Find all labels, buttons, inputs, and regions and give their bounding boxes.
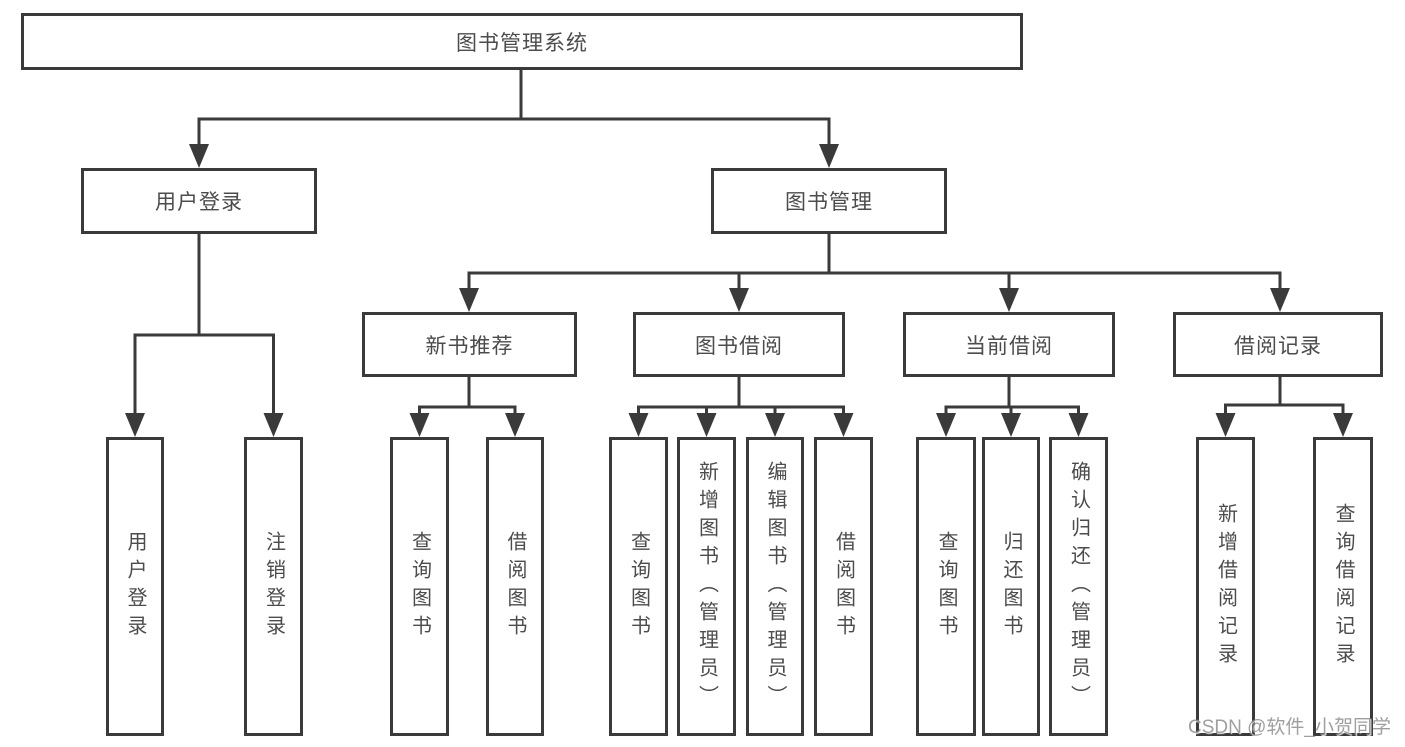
node-book-borrowing: 图书借阅 bbox=[633, 312, 845, 377]
node-library-system-root: 图书管理系统 bbox=[21, 13, 1023, 70]
leaf-recommend-query-books: 查询图书 bbox=[390, 437, 449, 736]
arrowhead-icons bbox=[125, 144, 1353, 437]
leaf-current-query-books: 查询图书 bbox=[916, 437, 976, 736]
leaf-records-add-borrow-record: 新增借阅记录 bbox=[1196, 437, 1255, 736]
leaf-borrowing-edit-books-admin: 编辑图书（管理员） bbox=[746, 437, 804, 736]
node-borrow-records: 借阅记录 bbox=[1173, 312, 1383, 377]
leaf-user-login: 用户登录 bbox=[106, 437, 164, 736]
leaf-borrowing-borrow-books: 借阅图书 bbox=[814, 437, 873, 736]
node-new-book-recommend: 新书推荐 bbox=[362, 312, 577, 377]
leaf-logout: 注销登录 bbox=[244, 437, 303, 736]
leaf-borrowing-add-books-admin: 新增图书（管理员） bbox=[677, 437, 736, 736]
leaf-recommend-borrow-books: 借阅图书 bbox=[486, 437, 544, 736]
leaf-current-confirm-return-admin: 确认归还（管理员） bbox=[1049, 437, 1108, 736]
node-current-borrowing: 当前借阅 bbox=[903, 312, 1115, 377]
node-user-login: 用户登录 bbox=[81, 168, 317, 234]
leaf-records-query-borrow-record: 查询借阅记录 bbox=[1313, 437, 1373, 736]
leaf-current-return-books: 归还图书 bbox=[982, 437, 1040, 736]
csdn-watermark: CSDN @软件_小贺同学 bbox=[1188, 717, 1391, 738]
leaf-borrowing-query-books: 查询图书 bbox=[609, 437, 668, 736]
node-book-management: 图书管理 bbox=[711, 168, 947, 234]
